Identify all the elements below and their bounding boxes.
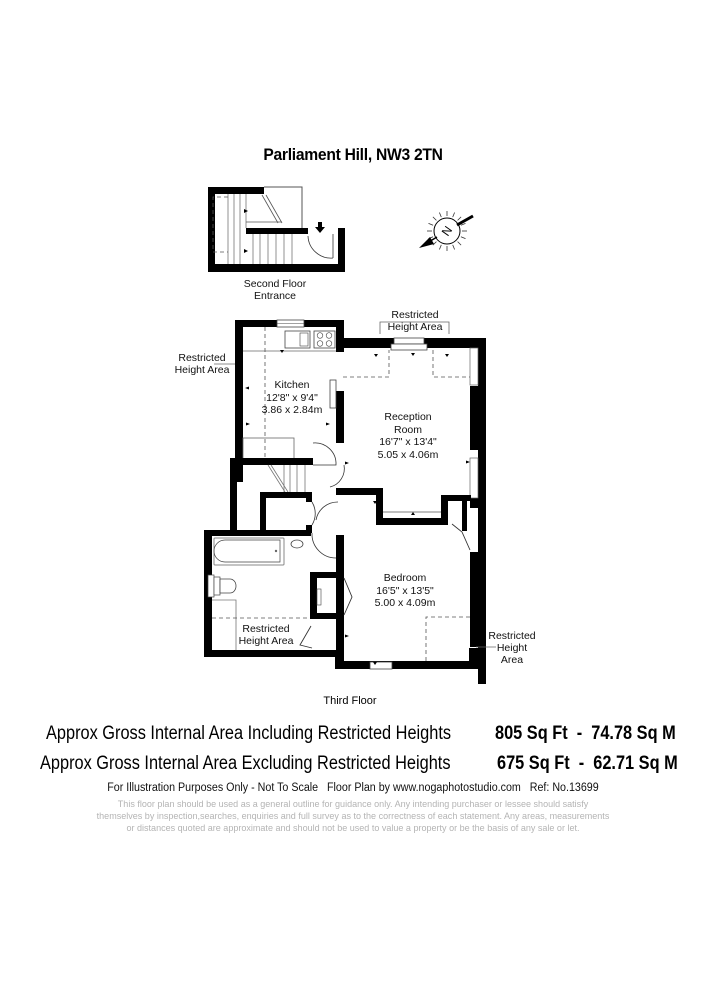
wall [260,492,312,498]
third-floor-plan [204,319,496,684]
wall [304,320,344,327]
room-dimensions-imperial: 16'5" x 13'5" [376,584,434,597]
second-floor-label-line1: Second Floor [243,278,307,290]
wall [338,228,345,272]
wall [336,391,344,443]
label-line: Height [496,642,528,654]
room-dimensions-metric: 5.05 x 4.06m [377,448,439,461]
label-line: Restricted [391,309,439,321]
room-name: Bedroom [383,572,427,584]
room-label-kitchen: Kitchen 12'8" x 9'4" 3.86 x 2.84m [252,379,332,417]
restricted-height-label-right: Restricted Height Area [484,630,540,666]
area-including-label: Approx Gross Internal Area Including Res… [46,723,452,744]
area-excluding-label: Approx Gross Internal Area Excluding Res… [40,753,451,774]
sink-icon [284,330,311,349]
wall [208,187,215,271]
disclaimer-line: or distances quoted are approximate and … [126,823,580,834]
room-name: Kitchen [274,379,310,391]
second-floor-label-line2: Entrance [253,290,297,302]
wall [336,535,344,669]
area-including-value: 805 Sq Ft - 74.78 Sq M [495,723,676,744]
footer-credit: For Illustration Purposes Only - Not To … [107,782,599,794]
second-floor-plan [208,186,345,272]
room-label-reception: Reception Room 16'7" x 13'4" 5.05 x 4.06… [367,411,449,461]
north-compass-icon: N [419,211,474,251]
room-dimensions-imperial: 12'8" x 9'4" [266,391,318,404]
wall [478,338,486,684]
label-line: Height Area [174,364,230,376]
bath-icon [213,537,285,566]
label-line: Restricted [178,352,226,364]
wall [208,187,264,194]
hob-icon [313,330,336,349]
second-floor-label: Second Floor Entrance [220,278,330,302]
wall [246,228,308,234]
entry-arrow-icon [315,222,325,233]
wall [230,458,313,465]
restricted-height-label-bath: Restricted Height Area [230,623,302,647]
label-line: Height Area [238,635,294,647]
wall [336,320,344,352]
wall [204,530,311,536]
room-name: Reception [384,411,432,423]
room-dimensions-metric: 5.00 x 4.09m [374,597,436,609]
disclaimer: This floor plan should be used as a gene… [0,799,706,835]
label-line: Restricted [242,623,290,635]
wall [235,320,277,327]
toilet-icon [219,578,237,594]
wall [306,492,312,502]
room-label-bedroom: Bedroom 16'5" x 13'5" 5.00 x 4.09m [364,572,446,610]
third-floor-label: Third Floor [323,695,377,707]
disclaimer-line: themselves by inspection,searches, enqui… [96,811,610,822]
wall [230,458,237,533]
restricted-height-label-left: Restricted Height Area [166,352,238,376]
room-dimensions-imperial: 16'7" x 13'4" [379,436,437,448]
wall [204,650,339,657]
wall [336,488,383,495]
page-title: Parliament Hill, NW3 2TN [263,145,443,164]
wall [208,264,345,272]
restricted-height-label-top: Restricted Height Area [370,309,460,333]
wall [235,320,243,482]
area-excluding-value: 675 Sq Ft - 62.71 Sq M [497,753,678,774]
basin-icon [290,539,304,549]
room-dimensions-metric: 3.86 x 2.84m [261,404,323,416]
wall [306,525,312,533]
label-line: Restricted [488,630,536,642]
label-line: Area [500,654,524,666]
wall [336,661,486,669]
disclaimer-line: This floor plan should be used as a gene… [117,799,589,810]
label-line: Height Area [387,321,443,333]
room-name: Room [393,423,422,436]
wall [260,492,266,532]
